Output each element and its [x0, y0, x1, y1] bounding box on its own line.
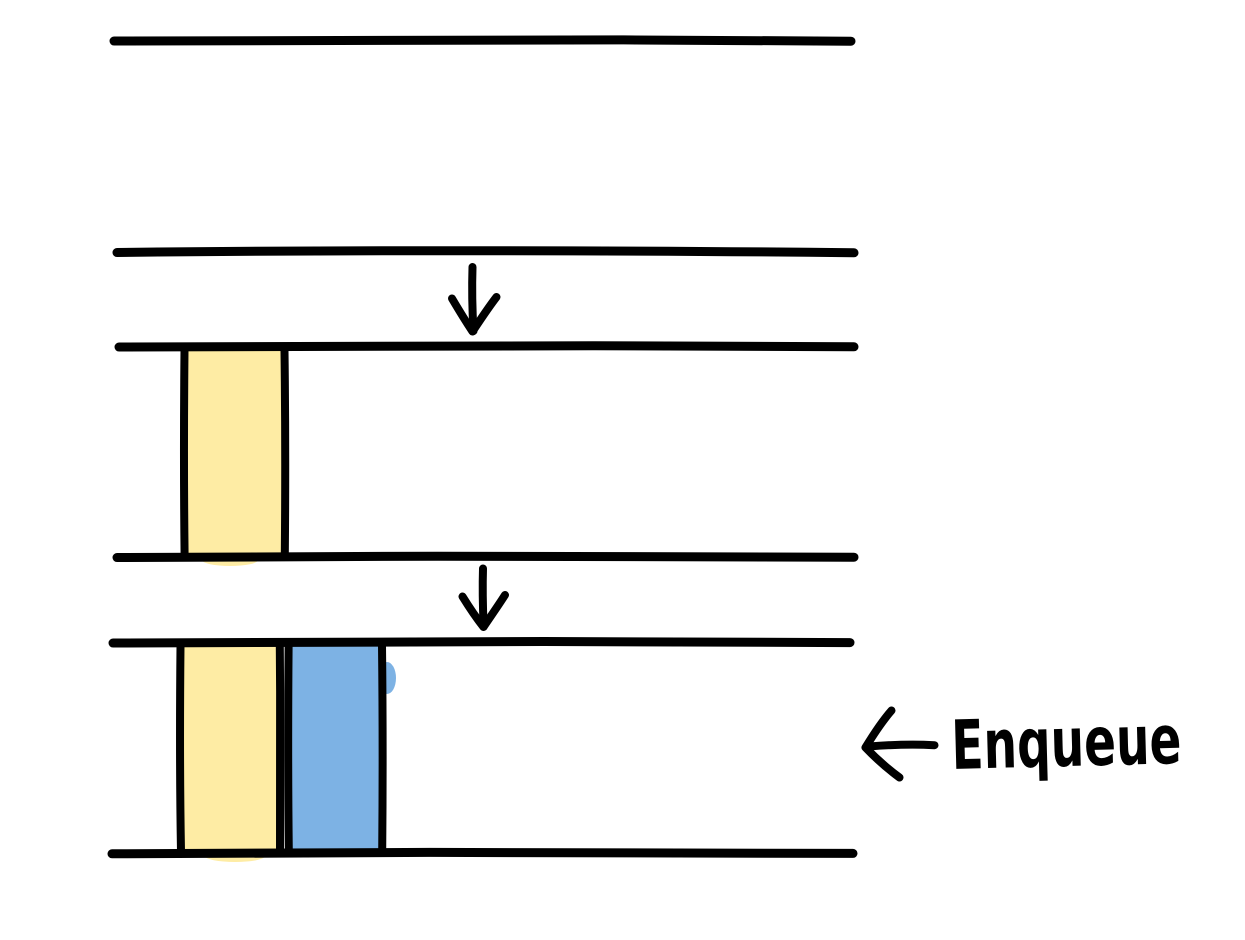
enqueue-annotation: Enqueue — [861, 701, 1182, 786]
queue-top-line — [108, 637, 855, 648]
enqueue-label: Enqueue — [950, 701, 1182, 786]
queue-cell-blue — [290, 646, 382, 852]
left-arrow-icon — [861, 706, 939, 782]
cell-left-border — [284, 642, 293, 856]
down-arrow-icon — [458, 564, 509, 631]
queue-top-line — [114, 341, 859, 352]
queue-state-one-item — [112, 341, 859, 566]
down-arrow-shaft — [478, 564, 488, 630]
left-arrow-shaft — [865, 740, 939, 751]
cell-right-border — [378, 641, 387, 856]
queue-cell-yellow — [183, 646, 280, 852]
down-arrow-shaft — [468, 263, 478, 335]
queue-bottom-line — [112, 551, 859, 562]
down-arrow-head — [458, 591, 509, 631]
down-arrow-head — [448, 293, 501, 336]
left-arrow-head — [861, 706, 904, 782]
cell-left-border — [179, 346, 189, 560]
queue-state-empty — [109, 35, 859, 258]
cell-left-border — [176, 642, 185, 856]
cell-right-border — [280, 347, 290, 560]
queue-cell-yellow — [186, 350, 283, 556]
queue-state-two-items — [107, 637, 858, 862]
queue-top-line — [109, 35, 856, 46]
queue-bottom-line — [112, 246, 859, 258]
queue-bottom-line — [107, 847, 858, 859]
down-arrow-icon — [448, 263, 501, 336]
